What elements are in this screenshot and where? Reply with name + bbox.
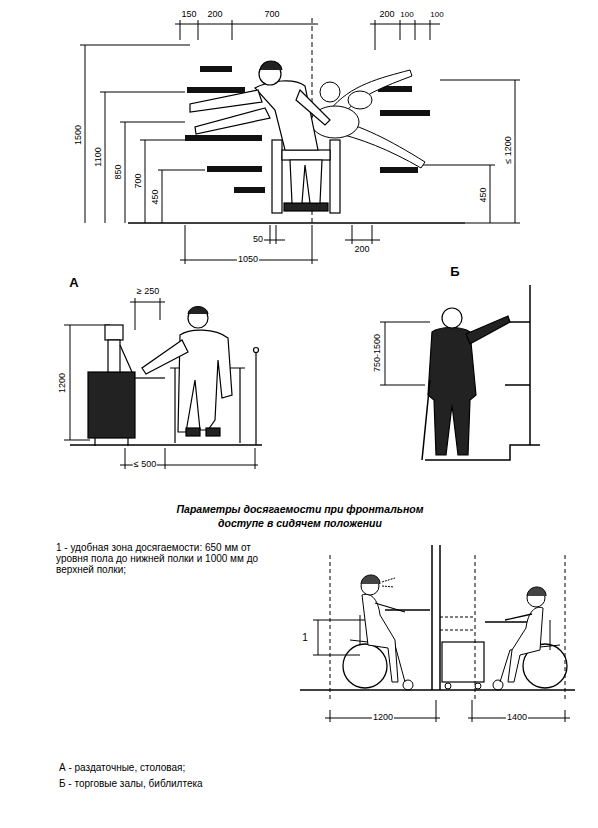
dimension-value: 200	[353, 245, 370, 255]
dimension-value: 450	[479, 186, 489, 203]
dimension-value: 200	[206, 10, 223, 20]
diagram-title: Параметры досягаемости при фронтальном д…	[155, 503, 445, 530]
dimension-value: 1200	[372, 713, 394, 723]
dimension-value: 750-1500	[373, 333, 383, 373]
legend-note: Б - торговые залы, библилтека	[58, 778, 204, 789]
legend-note: А - раздаточные, столовая;	[58, 762, 186, 773]
dimension-value: 1100	[94, 146, 104, 167]
dimension-value: 200	[378, 10, 395, 20]
dimension-value: 450	[151, 188, 161, 205]
section-letter: А	[68, 276, 79, 290]
callout-number: 1	[301, 632, 309, 643]
dimension-value: 700	[263, 10, 280, 20]
dimension-value: 1400	[506, 713, 528, 723]
dimension-value: 700	[134, 172, 144, 189]
dimension-value: ≤ 1200	[504, 135, 514, 164]
dimension-value: 850	[114, 163, 124, 180]
dimension-value: ≤ 500	[133, 460, 157, 470]
dimension-value: 150	[180, 10, 197, 20]
dimension-value: 50	[252, 235, 264, 245]
dimension-value: 1500	[74, 124, 84, 146]
dimension-value: 100	[399, 11, 414, 20]
dimension-value: ≥ 250	[136, 287, 160, 297]
dimension-value: 1200	[58, 372, 68, 394]
dimension-value: 100	[429, 11, 444, 20]
note-text: 1 - удобная зона досягаемости: 650 мм от…	[55, 542, 272, 575]
section-letter: Б	[449, 265, 460, 279]
dimension-value: 1050	[237, 255, 259, 265]
